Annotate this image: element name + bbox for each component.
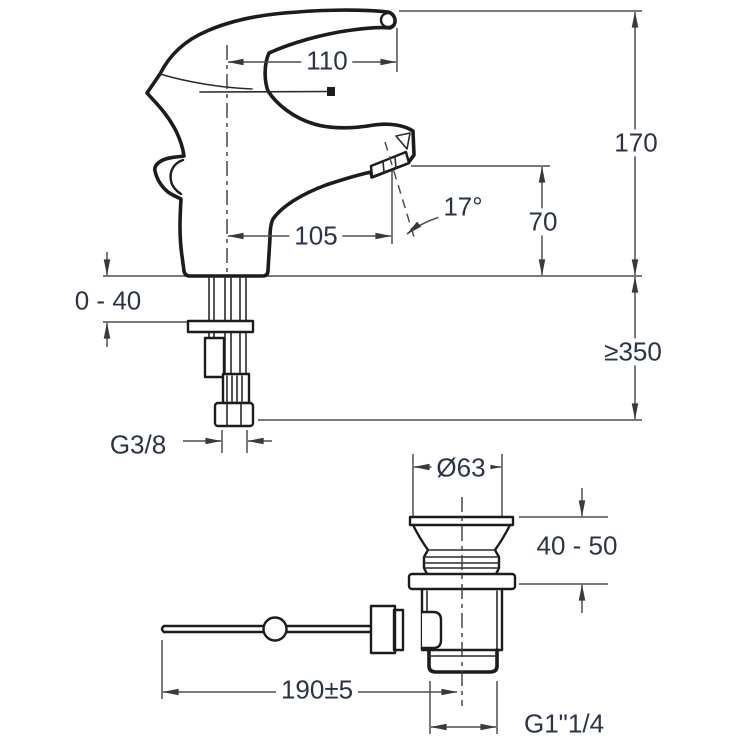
dim-label-190: 190±5 — [275, 676, 359, 704]
handle-tip — [379, 11, 397, 29]
rod-ball-joint — [262, 616, 288, 642]
dim-label-0-40: 0 - 40 — [69, 287, 147, 315]
handle-seam — [159, 73, 253, 90]
dim-label-170: 170 — [609, 129, 663, 157]
body-separation-line — [199, 90, 332, 93]
pivot-dot — [327, 87, 335, 96]
g38-hex-nut — [213, 401, 255, 428]
dim-label-105: 105 — [289, 222, 343, 250]
mounting-stud-block — [203, 336, 226, 379]
angle-line — [384, 141, 415, 238]
thread-label-g38: G3/8 — [104, 431, 172, 459]
dim-label-dia63: Ø63 — [431, 454, 491, 482]
spout-tip-notch — [395, 132, 411, 150]
thread-label-g114: G1"1/4 — [518, 710, 610, 738]
dim-label-min350: ≥350 — [599, 338, 667, 366]
centerlines — [226, 45, 463, 706]
faucet-profile — [145, 8, 416, 278]
dim-label-40-50: 40 - 50 — [531, 532, 623, 560]
rod-port — [420, 610, 443, 650]
dim-label-70: 70 — [523, 208, 563, 236]
rod-end — [160, 624, 166, 634]
dim-label-110: 110 — [301, 47, 353, 75]
faucet-body-outline — [145, 8, 416, 278]
supply-connections — [186, 276, 255, 428]
drain-assembly — [160, 515, 517, 674]
mounting-clamp — [186, 319, 255, 334]
knurled-nut — [369, 604, 397, 655]
drain-thread — [427, 648, 499, 674]
angle-label-17: 17° — [438, 193, 488, 221]
side-lever-inner — [169, 158, 185, 196]
